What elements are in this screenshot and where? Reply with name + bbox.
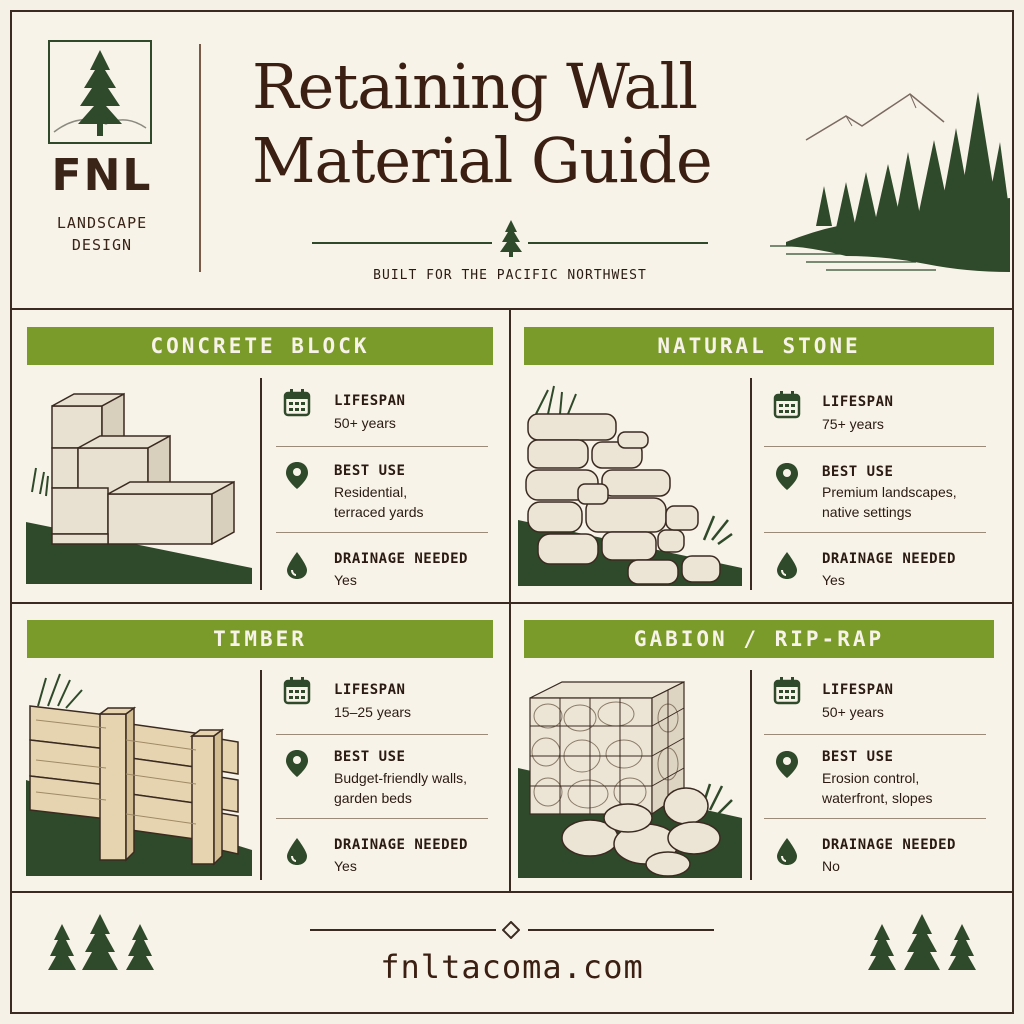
logo-emblem <box>48 40 152 144</box>
best-use-label: BEST USE <box>334 749 406 765</box>
info-rule <box>764 532 986 533</box>
brand-subtitle: LANDSCAPE DESIGN <box>40 212 164 256</box>
panel-separator <box>260 378 262 590</box>
best-use-line1: Budget-friendly walls, <box>334 770 468 786</box>
tagline: BUILT FOR THE PACIFIC NORTHWEST <box>373 268 647 283</box>
info-rule <box>276 532 488 533</box>
drainage-label: DRAINAGE NEEDED <box>334 551 468 567</box>
column-divider <box>509 308 511 891</box>
page-title: Retaining Wall Material Guide <box>252 50 792 198</box>
calendar-icon <box>773 677 801 705</box>
drainage-value: No <box>822 858 840 874</box>
website-link[interactable]: fnltacoma.com <box>380 948 644 986</box>
info-rule <box>764 818 986 819</box>
drainage-label: DRAINAGE NEEDED <box>822 551 956 567</box>
water-drop-icon <box>287 838 307 865</box>
footer-divider <box>10 891 1014 893</box>
lifespan-value: 50+ years <box>822 704 884 720</box>
lifespan-value: 15–25 years <box>334 704 412 720</box>
timber-illustration <box>26 673 252 876</box>
location-pin-icon <box>286 462 308 489</box>
footer-rule-left <box>310 929 496 931</box>
drainage-label: DRAINAGE NEEDED <box>822 837 956 853</box>
panel-separator <box>260 670 262 880</box>
panel-banner-gabion: GABION / RIP-RAP <box>524 620 994 658</box>
lifespan-label: LIFESPAN <box>822 682 894 698</box>
panel-separator <box>750 670 752 880</box>
pine-tree-group-left <box>48 914 154 970</box>
logo-divider <box>199 44 201 272</box>
calendar-icon <box>283 389 311 417</box>
water-drop-icon <box>287 552 307 579</box>
location-pin-icon <box>776 751 798 778</box>
brand-name: FNL <box>51 150 153 201</box>
brand-subtitle-line1: LANDSCAPE <box>56 214 148 232</box>
best-use-label: BEST USE <box>822 464 894 480</box>
row-divider <box>10 602 1014 604</box>
best-use-line2: native settings <box>822 504 912 520</box>
best-use-line2: garden beds <box>334 790 412 806</box>
calendar-icon <box>773 391 801 419</box>
lifespan-label: LIFESPAN <box>334 393 406 409</box>
location-pin-icon <box>776 463 798 490</box>
calendar-icon <box>283 677 311 705</box>
info-rule <box>764 734 986 735</box>
info-rule <box>276 734 488 735</box>
drainage-value: Yes <box>334 858 357 874</box>
footer-rule-right <box>528 929 714 931</box>
water-drop-icon <box>777 838 797 865</box>
best-use-value: Erosion control, waterfront, slopes <box>822 768 933 808</box>
panel-banner-timber: TIMBER <box>27 620 493 658</box>
diamond-icon <box>502 921 520 939</box>
best-use-line1: Premium landscapes, <box>822 484 957 500</box>
panel-banner-concrete: CONCRETE BLOCK <box>27 327 493 365</box>
lifespan-value: 50+ years <box>334 415 396 431</box>
best-use-line2: terraced yards <box>334 504 424 520</box>
best-use-line1: Residential, <box>334 484 408 500</box>
lifespan-label: LIFESPAN <box>822 394 894 410</box>
gabion-illustration <box>518 681 742 878</box>
panel-banner-stone: NATURAL STONE <box>524 327 994 365</box>
natural-stone-illustration <box>518 385 742 586</box>
best-use-label: BEST USE <box>334 463 406 479</box>
best-use-line2: waterfront, slopes <box>822 790 933 806</box>
best-use-value: Residential, terraced yards <box>334 482 423 522</box>
pine-tree-icon <box>53 50 147 136</box>
location-pin-icon <box>286 750 308 777</box>
panel-separator <box>750 378 752 590</box>
drainage-label: DRAINAGE NEEDED <box>334 837 468 853</box>
lifespan-value: 75+ years <box>822 416 884 432</box>
header-divider <box>10 308 1014 310</box>
info-rule <box>764 446 986 447</box>
info-rule <box>276 446 488 447</box>
concrete-block-illustration <box>26 392 252 584</box>
title-line2: Material Guide <box>252 124 713 197</box>
best-use-value: Premium landscapes, native settings <box>822 482 957 522</box>
title-rule-right <box>528 242 708 244</box>
info-rule <box>276 818 488 819</box>
best-use-value: Budget-friendly walls, garden beds <box>334 768 467 808</box>
lifespan-label: LIFESPAN <box>334 682 406 698</box>
pine-tree-group-right <box>868 914 976 970</box>
pine-tree-icon <box>500 220 522 257</box>
title-rule-left <box>312 242 492 244</box>
water-drop-icon <box>777 552 797 579</box>
drainage-value: Yes <box>334 572 357 588</box>
best-use-label: BEST USE <box>822 749 894 765</box>
drainage-value: Yes <box>822 572 845 588</box>
title-line1: Retaining Wall <box>252 50 698 123</box>
best-use-line1: Erosion control, <box>822 770 920 786</box>
mountain-lake-illustration <box>770 92 1010 272</box>
brand-subtitle-line2: DESIGN <box>71 236 133 254</box>
